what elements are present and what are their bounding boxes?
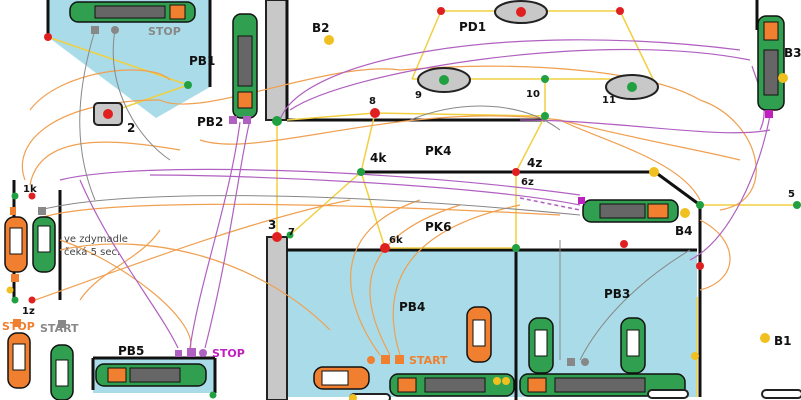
pk4-label: PK4: [425, 144, 451, 158]
node-6k-label: 6k: [389, 235, 403, 246]
pb2-pier: [265, 0, 288, 121]
ship-b3: [757, 15, 785, 111]
node-5-label: 5: [788, 189, 795, 200]
node-1z-label: 1z: [22, 306, 35, 317]
pd1-zone: [417, 0, 659, 100]
stop-label-top: STOP: [148, 25, 181, 38]
node-2-label: 2: [127, 121, 135, 135]
pk6-label: PK6: [425, 220, 451, 234]
ships: [4, 1, 785, 400]
ship-pb4-small: [313, 366, 370, 390]
green-nodes: [11, 75, 801, 399]
b3-label: B3: [784, 46, 801, 60]
purple-routes: [59, 39, 771, 349]
ship-pb2: [232, 13, 258, 119]
b4-label: B4: [675, 224, 693, 238]
ship-b4: [582, 199, 679, 223]
ship-pb4-vertical: [466, 306, 492, 363]
node-10-label: 10: [526, 89, 540, 100]
node-3-label: 3: [268, 218, 276, 232]
stop-label-pb5: STOP: [212, 347, 245, 360]
ship-left-stop-orange: [7, 332, 31, 389]
walls: [12, 0, 759, 400]
node-4z-label: 4z: [527, 156, 542, 170]
left-pier: [266, 236, 288, 400]
ship-left-start-green: [50, 344, 74, 400]
lock-note-line2: čeká 5 sec.: [64, 246, 120, 258]
b1-label: B1: [774, 334, 792, 348]
stop-label-left: STOP: [2, 320, 35, 333]
pb1-label: PB1: [189, 54, 215, 68]
ship-lock-green: [32, 216, 56, 273]
pb1-basin: [48, 0, 210, 118]
ship-pb3-long: [519, 373, 686, 397]
lock-note-line1: ve zdymadle: [64, 234, 128, 245]
ship-pb1: [69, 1, 196, 23]
node-1k-label: 1k: [23, 184, 37, 195]
ship-pb4-long: [389, 373, 515, 397]
node-8-label: 8: [369, 96, 376, 107]
pb4-label: PB4: [399, 300, 425, 314]
yellow-nodes: [6, 35, 788, 400]
red-nodes: [28, 7, 704, 304]
node-9-label: 9: [415, 90, 422, 101]
dashed-purple-route: [519, 197, 581, 211]
start-label-pb4: START: [409, 354, 448, 367]
node-11-label: 11: [602, 95, 616, 106]
pb2-label: PB2: [197, 115, 223, 129]
orange-routes: [21, 65, 757, 356]
start-label-left: START: [40, 322, 79, 335]
pd1-label: PD1: [459, 20, 486, 34]
pb3-label: PB3: [604, 287, 630, 301]
ship-pb3-right: [620, 317, 646, 374]
gray-routes: [39, 29, 691, 361]
signal-squares: [10, 26, 773, 366]
node-7-label: 7: [288, 227, 295, 238]
pb5-label: PB5: [118, 344, 144, 358]
node-4k-label: 4k: [370, 151, 387, 165]
ship-pb5: [95, 363, 207, 387]
ship-pb3-left: [528, 317, 554, 374]
ship-lock-orange: [4, 216, 28, 273]
b2-label: B2: [312, 21, 330, 35]
node-6z-label: 6z: [521, 177, 534, 188]
